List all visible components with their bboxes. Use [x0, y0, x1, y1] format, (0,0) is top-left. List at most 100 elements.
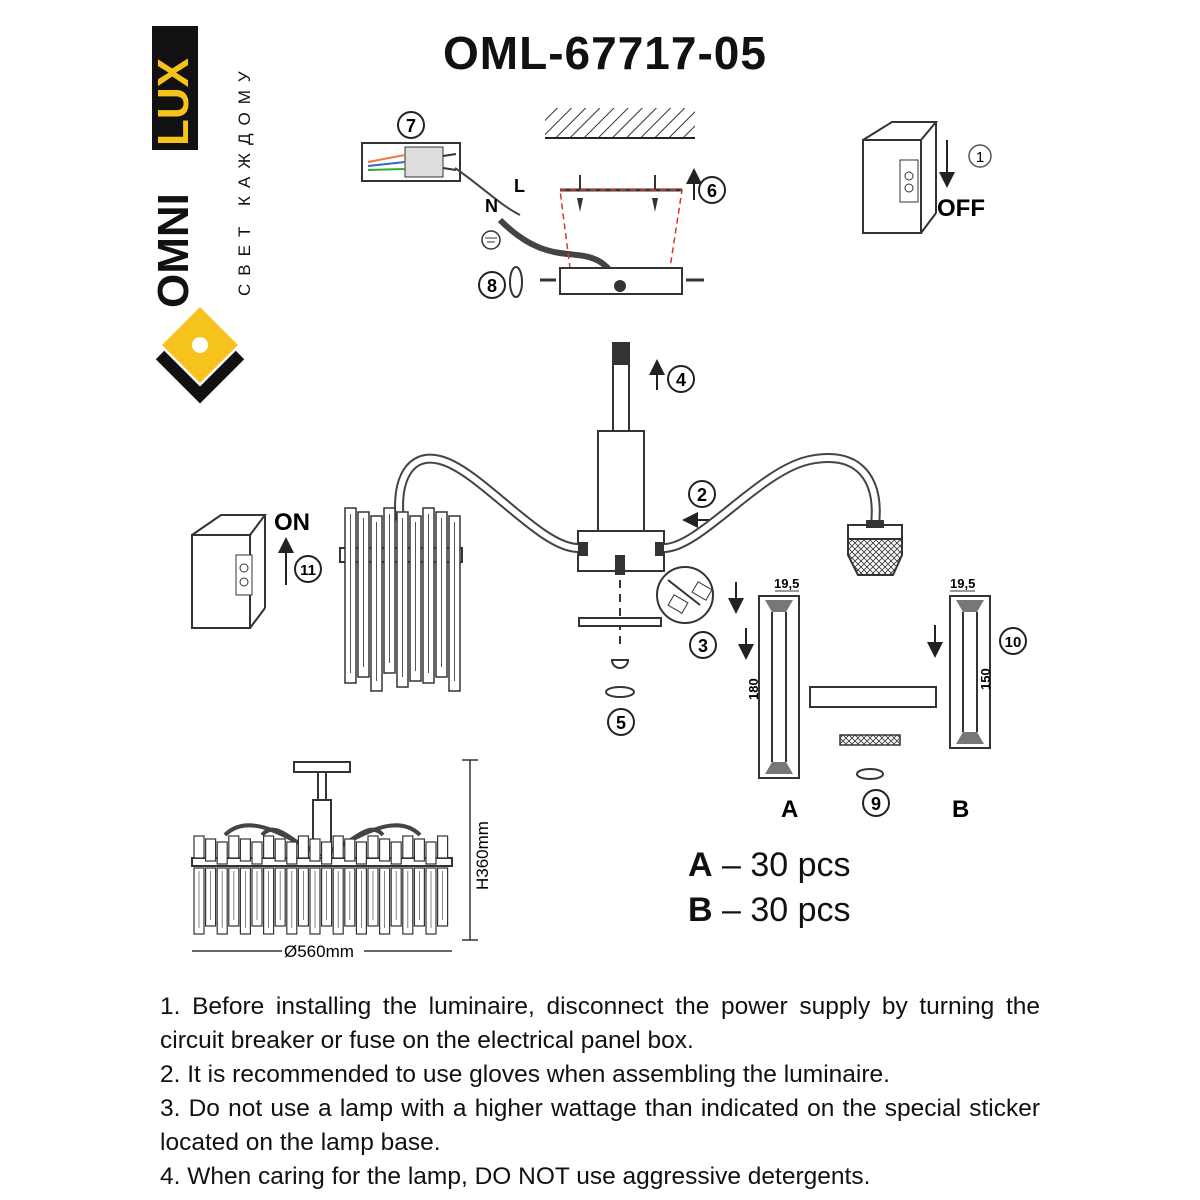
crystal-b-icon	[949, 595, 991, 749]
switch-off-icon	[862, 121, 939, 234]
wire-path	[454, 167, 521, 216]
overview-crystal-icon	[332, 835, 344, 935]
crystal-a-length: 180	[746, 678, 761, 700]
crystal-drop-icon	[448, 515, 461, 692]
crystal-drop-icon	[409, 515, 422, 682]
neutral-label: N	[485, 196, 498, 216]
overview-crystal-icon	[216, 841, 228, 935]
ground-icon	[481, 230, 501, 250]
mounting-bracket-icon	[540, 175, 704, 295]
crystal-b-length: 150	[978, 668, 993, 690]
overview-crystal-icon	[390, 841, 402, 927]
svg-text:8: 8	[487, 276, 497, 296]
step-1-marker: 1	[968, 144, 992, 168]
overview-crystal-icon	[379, 838, 391, 935]
count-letter: B	[688, 891, 713, 929]
ring-plate-icon	[809, 686, 937, 780]
count-row-a: A – 30 pcs	[688, 843, 851, 888]
live-label: L	[514, 176, 525, 196]
overview-crystal-icon	[425, 841, 437, 935]
crystal-drop-icon	[396, 511, 409, 688]
crystal-cluster-icon	[339, 507, 463, 692]
step-11-marker: 11	[294, 555, 322, 583]
safety-notes: 1. Before installing the luminaire, disc…	[160, 990, 1040, 1194]
note-item: 3. Do not use a lamp with a higher watta…	[160, 1095, 1040, 1156]
svg-text:2: 2	[697, 485, 707, 505]
step-3-marker: 3	[689, 631, 717, 659]
step-7-marker: 7	[397, 111, 425, 139]
overview-crystal-icon	[228, 835, 240, 927]
svg-text:3: 3	[698, 636, 708, 656]
switch-on-icon	[191, 514, 267, 629]
crystal-b-width: 19,5	[950, 576, 975, 591]
crystal-drop-icon	[383, 507, 396, 674]
overview-crystal-icon	[205, 838, 217, 927]
crystal-drop-icon	[370, 515, 383, 692]
wire-connector-detail-icon	[656, 566, 714, 624]
svg-text:7: 7	[406, 116, 416, 136]
ceiling-icon	[545, 108, 695, 139]
note-item: 4. When caring for the lamp, DO NOT use …	[160, 1163, 871, 1190]
step-2-marker: 2	[688, 480, 716, 508]
logo-diamond-icon	[155, 307, 245, 404]
crystal-a-label: A	[781, 796, 798, 823]
overview-crystal-icon	[367, 835, 379, 927]
crystal-a-icon	[758, 595, 800, 779]
on-label: ON	[274, 509, 310, 536]
svg-text:4: 4	[676, 370, 686, 390]
note-item: 1. Before installing the luminaire, disc…	[160, 993, 1040, 1054]
model-title: OML-67717-05	[443, 27, 767, 79]
crystal-drop-icon	[422, 507, 435, 684]
count-row-b: B – 30 pcs	[688, 888, 851, 933]
count-letter: A	[688, 846, 713, 884]
brand-logo: OMNI LUX	[149, 26, 198, 308]
svg-text:10: 10	[1005, 634, 1022, 651]
overview-crystal-icon	[297, 835, 309, 927]
crystal-drop-icon	[344, 507, 357, 684]
svg-text:1: 1	[976, 149, 984, 166]
height-dimension: H360mm	[473, 821, 492, 890]
overview-crystal-icon	[344, 838, 356, 927]
overview-crystal-icon	[274, 838, 286, 927]
overview-crystal-icon	[193, 835, 205, 935]
step-4-marker: 4	[667, 365, 695, 393]
brand-name-part1: OMNI	[149, 193, 198, 308]
step-8-marker: 8	[478, 266, 523, 299]
note-item: 2. It is recommended to use gloves when …	[160, 1061, 890, 1088]
overview-crystal-icon	[321, 841, 333, 927]
overview-crystal-icon	[309, 838, 321, 935]
crystal-a-width: 19,5	[774, 576, 799, 591]
crystal-drop-icon	[435, 511, 448, 678]
count-text: – 30 pcs	[722, 846, 851, 884]
overview-crystal-icon	[286, 841, 298, 935]
svg-text:9: 9	[871, 794, 881, 814]
overview-crystal-icon	[355, 841, 367, 935]
brand-slogan-box: СВЕТ КАЖДОМУ	[235, 63, 254, 296]
off-label: OFF	[937, 195, 985, 222]
lux-background	[152, 26, 198, 150]
crystal-drop-icon	[357, 511, 370, 678]
svg-text:6: 6	[707, 181, 717, 201]
overview-crystal-icon	[413, 838, 425, 927]
step-9-marker: 9	[862, 789, 890, 817]
brand-slogan: СВЕТ КАЖДОМУ	[235, 63, 254, 296]
brand-name-part2: LUX	[149, 58, 198, 146]
overview-crystal-icon	[437, 835, 449, 927]
diameter-dimension: Ø560mm	[284, 942, 354, 961]
overview-crystal-icon	[263, 835, 275, 935]
lamp-socket-icon	[847, 520, 903, 576]
overview-crystal-icon	[239, 838, 251, 935]
overview-crystal-icon	[251, 841, 263, 927]
overview-crystal-icon	[402, 835, 414, 935]
svg-text:5: 5	[616, 713, 626, 733]
step-6-marker: 6	[698, 176, 726, 204]
crystal-b-label: B	[952, 796, 969, 823]
terminal-block-icon	[361, 142, 461, 182]
svg-text:11: 11	[300, 562, 316, 579]
count-text: – 30 pcs	[722, 891, 851, 929]
step-10-marker: 10	[999, 627, 1027, 655]
chandelier-overview-icon	[191, 761, 453, 935]
crystal-counts: A – 30 pcs B – 30 pcs	[688, 843, 851, 933]
